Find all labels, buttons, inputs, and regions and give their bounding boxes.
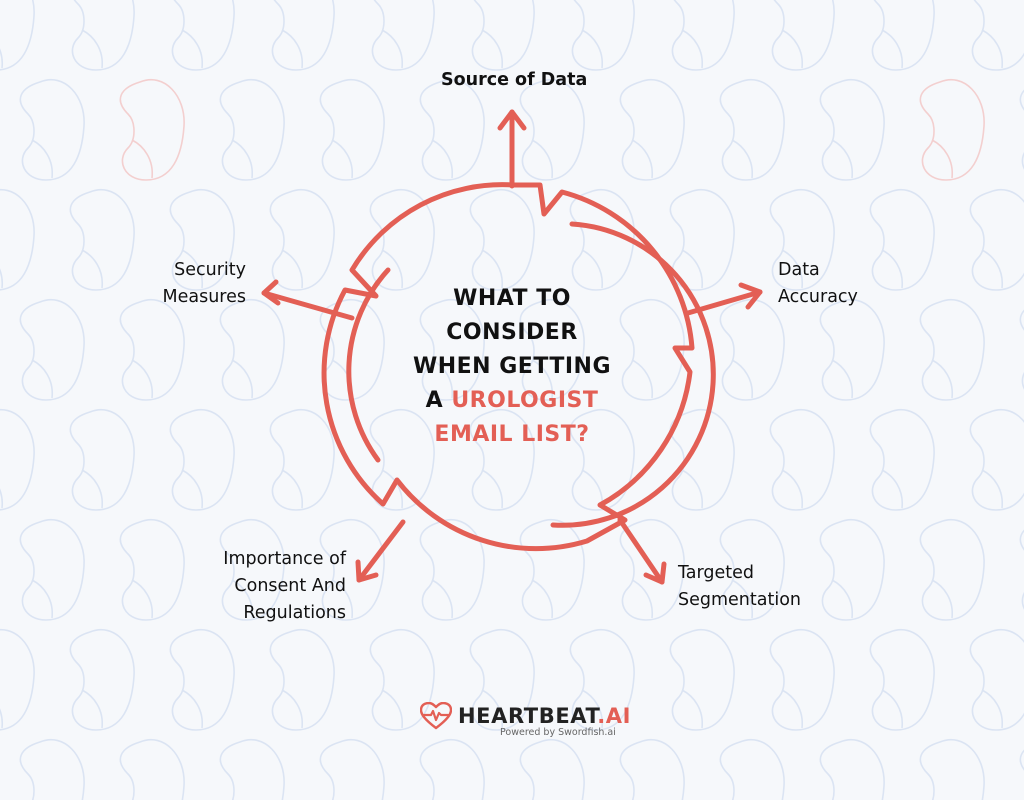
kidney-outline [19,79,85,181]
kidney-outline [819,519,885,621]
kidney-outline [219,519,285,621]
kidney-outline [419,519,485,621]
kidney-outline [671,0,735,71]
heart-pulse-icon [420,702,452,730]
kidney-outline [219,299,285,401]
kidney-outline [69,629,135,731]
kidney-outline [719,519,785,621]
kidney-outline [571,0,635,71]
arrow-accuracy [685,282,763,316]
center-title: WHAT TO CONSIDER WHEN GETTING A UROLOGIS… [382,282,642,452]
kidney-outline [869,189,935,291]
arrow-security [261,279,355,321]
kidney-outline [271,0,335,71]
kidney-outline [419,79,485,181]
kidney-outline [619,79,685,181]
kidney-outline [19,519,85,621]
kidney-outline [369,189,435,291]
kidney-outline [871,0,935,71]
center-title-highlight-2: EMAIL LIST? [434,422,590,447]
kidney-outline [471,0,535,71]
kidney-outline [69,189,135,291]
kidney-outline [169,629,235,731]
kidney-outline [469,629,535,731]
kidney-outline [0,409,35,511]
kidney-outline [69,409,135,511]
kidney-outline [519,519,585,621]
kidney-outline [969,629,1024,731]
kidney-outline [919,739,985,800]
kidney-outline [819,79,885,181]
node-label-accuracy: Data Accuracy [778,260,858,307]
kidney-outline [469,409,535,511]
kidney-outline [219,739,285,800]
kidney-outline [819,739,885,800]
kidney-outline [371,0,435,71]
kidney-outline [919,79,985,181]
kidney-outline [0,0,35,71]
kidney-outline [269,629,335,731]
kidney-outline [19,299,85,401]
kidney-outline [269,189,335,291]
kidney-outline [869,409,935,511]
inner-ring-segment [346,267,391,463]
kidney-outline [319,739,385,800]
brand-name: HEARTBEAT.AI [458,704,632,728]
kidney-outline [269,409,335,511]
kidney-outline [169,409,235,511]
kidney-outline [419,299,485,401]
kidney-outline [619,299,685,401]
kidney-outline [919,299,985,401]
kidney-outline [171,0,235,71]
kidney-outline [569,629,635,731]
kidney-outline [419,739,485,800]
kidney-outline [71,0,135,71]
kidney-outline [719,79,785,181]
kidney-outline [119,299,185,401]
kidney-outline [719,739,785,800]
arrow-source [497,109,527,189]
kidney-outline [519,299,585,401]
node-label-consent: Importance of Consent And Regulations [223,549,346,623]
kidney-outline [719,299,785,401]
outer-ring [321,182,695,552]
center-title-highlight: UROLOGIST [451,388,599,413]
kidney-outline [769,409,835,511]
kidney-outline [971,0,1024,71]
kidney-outline [119,739,185,800]
node-label-source: Source of Data [441,70,588,90]
brand-tagline: Powered by Swordfish.ai [500,727,616,738]
arrow-segmentation [617,517,667,585]
kidney-outline [969,409,1024,511]
arrow-consent [355,519,406,583]
kidney-outline [769,629,835,731]
kidney-outline [169,189,235,291]
kidney-outline [771,0,835,71]
kidney-outline [819,299,885,401]
kidney-outline [619,739,685,800]
kidney-outline [519,79,585,181]
kidney-outline [369,629,435,731]
kidney-outline [119,79,185,181]
kidney-outline [919,519,985,621]
node-label-segmentation: Targeted Segmentation [678,563,801,610]
kidney-outline [119,519,185,621]
kidney-outline [469,189,535,291]
kidney-outline [669,629,735,731]
inner-ring [550,221,716,528]
kidney-outline [319,79,385,181]
kidney-outline [769,189,835,291]
kidney-outline [669,409,735,511]
kidney-outline [519,739,585,800]
node-label-security: Security Measures [162,260,247,307]
kidney-outline [969,189,1024,291]
kidney-outline [869,629,935,731]
kidney-outline [619,519,685,621]
kidney-outline [19,739,85,800]
kidney-outline [219,79,285,181]
kidney-outline [0,629,35,731]
kidney-outline [0,189,35,291]
